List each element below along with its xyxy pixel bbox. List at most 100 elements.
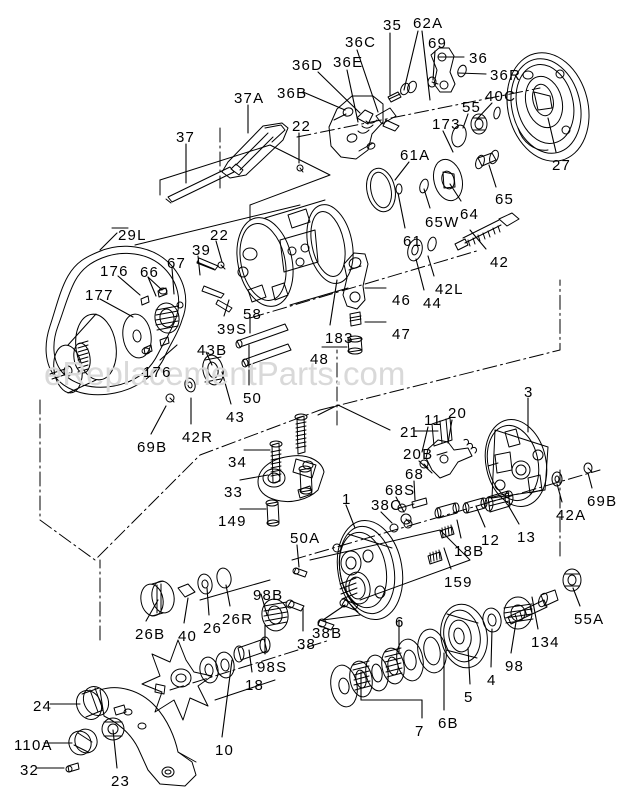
part-23-handle-arm (99, 687, 197, 787)
callout-label-42L: 42L (435, 281, 464, 298)
callout-label-43B: 43B (197, 342, 228, 359)
callout-label-20B: 20B (403, 446, 434, 463)
part-98-gear (503, 596, 534, 630)
callout-label-55: 55 (462, 99, 482, 116)
part-22-screws (217, 164, 304, 270)
callout-label-177: 177 (85, 287, 114, 304)
part-61A-ring (366, 167, 396, 213)
callout-label-61: 61 (403, 233, 423, 250)
part-65W-washer (419, 178, 429, 194)
part-65-bushing (475, 149, 499, 170)
part-58-rod (235, 323, 289, 349)
callout-label-10: 10 (215, 742, 235, 759)
part-13-pillar (484, 490, 514, 513)
part-98B-gear (261, 598, 289, 632)
part-18B-spring (439, 524, 455, 539)
part-26B-cap (140, 580, 175, 617)
callout-label-36R: 36R (490, 67, 522, 84)
part-36B-bracket (328, 95, 384, 160)
part-11-lever (425, 439, 473, 479)
group-frames (134, 144, 471, 701)
callout-label-36C: 36C (345, 34, 377, 51)
part-33-clamp (257, 455, 325, 503)
callout-label-64: 64 (460, 206, 480, 223)
part-183-frame (236, 199, 354, 307)
part-42A-washer (551, 471, 563, 487)
part-26-washer (197, 573, 213, 595)
part-38B-screws (285, 598, 359, 631)
part-62A-washers (400, 80, 417, 96)
callout-label-39S: 39S (217, 321, 248, 338)
part-18-washer (199, 651, 235, 684)
callout-label-50A: 50A (290, 530, 321, 547)
callout-label-68S: 68S (385, 482, 416, 499)
part-21-block (431, 417, 453, 447)
callout-label-50: 50 (243, 390, 263, 407)
callout-label-39: 39 (192, 242, 212, 259)
part-173-cap (451, 124, 467, 148)
part-50A-screw (292, 567, 308, 578)
callout-label-134: 134 (531, 634, 560, 651)
part-3-frame (484, 419, 549, 507)
callout-label-61A: 61A (400, 147, 431, 164)
callout-label-66: 66 (140, 264, 160, 281)
callout-label-5: 5 (464, 689, 474, 706)
part-55-bearing (470, 113, 488, 135)
part-40C-ring (493, 106, 501, 120)
callout-label-12: 12 (481, 532, 501, 549)
callout-label-67: 67 (167, 255, 187, 272)
part-36C-spring (357, 119, 378, 134)
part-6B-washer (417, 628, 447, 674)
part-98S-bushing (233, 636, 271, 663)
callout-label-26B: 26B (135, 626, 166, 643)
callout-label-69B: 69B (137, 439, 168, 456)
callout-label-1: 1 (342, 491, 352, 508)
callout-label-29L: 29L (118, 227, 147, 244)
part-159-spring (427, 549, 443, 565)
callout-label-173: 173 (432, 116, 461, 133)
callout-label-35: 35 (383, 17, 403, 34)
part-69-screw (427, 76, 439, 88)
part-37-rod (165, 166, 235, 204)
callout-label-37A: 37A (234, 90, 265, 107)
callout-label-27: 27 (552, 157, 572, 174)
part-55A-bearing (562, 568, 582, 592)
callout-label-4: 4 (487, 672, 497, 689)
part-32-screw (65, 762, 80, 773)
part-5-main-gear (440, 603, 488, 669)
callout-label-176: 176 (143, 364, 172, 381)
callout-label-18B: 18B (454, 543, 485, 560)
callout-label-149: 149 (218, 513, 247, 530)
callout-label-13: 13 (517, 529, 537, 546)
callout-label-36D: 36D (292, 57, 324, 74)
callout-label-68: 68 (405, 466, 425, 483)
callout-label-20: 20 (448, 405, 468, 422)
part-50-rod (241, 343, 292, 368)
callout-label-69B: 69B (587, 493, 618, 510)
callout-label-42A: 42A (556, 507, 587, 524)
part-23-nut (101, 717, 125, 741)
part-20-spring (463, 439, 477, 454)
part-1-spool (336, 519, 404, 621)
callout-label-42R: 42R (182, 429, 214, 446)
part-26R-ring (216, 567, 232, 589)
part-39-screws (196, 257, 233, 313)
callout-label-34: 34 (228, 454, 248, 471)
callout-label-3: 3 (524, 384, 534, 401)
callout-label-98: 98 (505, 658, 525, 675)
part-47-bushing (349, 311, 362, 327)
callout-label-38C: 38C (371, 497, 403, 514)
callout-label-22: 22 (210, 227, 230, 244)
part-29L-side-plate (45, 245, 187, 396)
callout-label-65: 65 (495, 191, 515, 208)
part-42L-washer (427, 236, 437, 252)
callout-label-55A: 55A (574, 611, 605, 628)
part-36R-ring (457, 64, 467, 78)
callout-label-32: 32 (20, 762, 40, 779)
callout-label-47: 47 (392, 326, 412, 343)
callout-label-98S: 98S (257, 659, 288, 676)
callout-label-11: 11 (424, 412, 442, 429)
callout-label-36: 36 (469, 50, 489, 67)
part-34-screw-2 (294, 413, 308, 455)
